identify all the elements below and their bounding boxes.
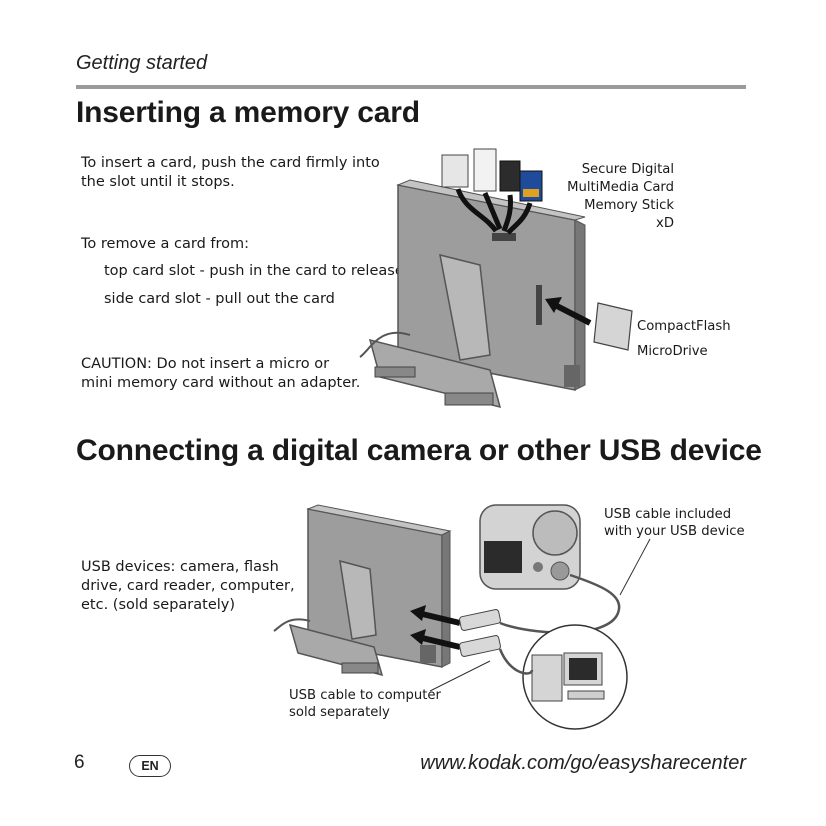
top-slot-card-types: Secure Digital MultiMedia Card Memory St… (567, 161, 674, 233)
cable-computer-line-1: USB cable to computer (289, 688, 441, 703)
footer-url[interactable]: www.kodak.com/go/easysharecenter (420, 752, 746, 774)
card-type-secure-digital: Secure Digital (581, 162, 674, 177)
card-type-xd: xD (656, 216, 674, 231)
section-header-label: Getting started (76, 52, 208, 74)
caution-note: CAUTION: Do not insert a micro or mini m… (81, 355, 360, 393)
header-divider (76, 85, 746, 89)
insert-line-2: the slot until it stops. (81, 174, 235, 190)
card-type-multimedia-card: MultiMedia Card (567, 180, 674, 195)
heading-inserting-memory-card: Inserting a memory card (76, 96, 420, 129)
callout-usb-cable-to-computer: USB cable to computer sold separately (289, 687, 441, 721)
side-slot-card-types: CompactFlash MicroDrive (637, 314, 731, 364)
card-type-memory-stick: Memory Stick (584, 198, 674, 213)
card-type-compactflash: CompactFlash (637, 319, 731, 334)
usb-connection-illustration (273, 504, 651, 730)
card-type-microdrive: MicroDrive (637, 344, 708, 359)
remove-top-slot: top card slot - push in the card to rele… (104, 263, 419, 279)
usb-devices-line-1: USB devices: camera, flash (81, 559, 279, 575)
usb-devices-description: USB devices: camera, flash drive, card r… (81, 558, 295, 615)
cable-included-line-2: with your USB device (604, 524, 745, 539)
caution-line-2: mini memory card without an adapter. (81, 375, 361, 391)
usb-devices-line-2: drive, card reader, computer, (81, 578, 295, 594)
cable-included-line-1: USB cable included (604, 507, 732, 522)
page-number: 6 (74, 752, 85, 773)
callout-usb-cable-included: USB cable included with your USB device (604, 506, 745, 540)
cable-computer-line-2: sold separately (289, 705, 390, 720)
language-badge: EN (129, 755, 171, 777)
memory-card-insertion-illustration (359, 148, 633, 409)
usb-devices-line-3: etc. (sold separately) (81, 597, 236, 613)
heading-connecting-usb-device: Connecting a digital camera or other USB… (76, 434, 762, 467)
remove-intro: To remove a card from: (81, 236, 250, 252)
insert-line-1: To insert a card, push the card firmly i… (81, 155, 380, 171)
caution-line-1: CAUTION: Do not insert a micro or (81, 356, 330, 372)
remove-side-slot: side card slot - pull out the card (104, 291, 335, 307)
insert-instructions: To insert a card, push the card firmly i… (81, 154, 380, 192)
